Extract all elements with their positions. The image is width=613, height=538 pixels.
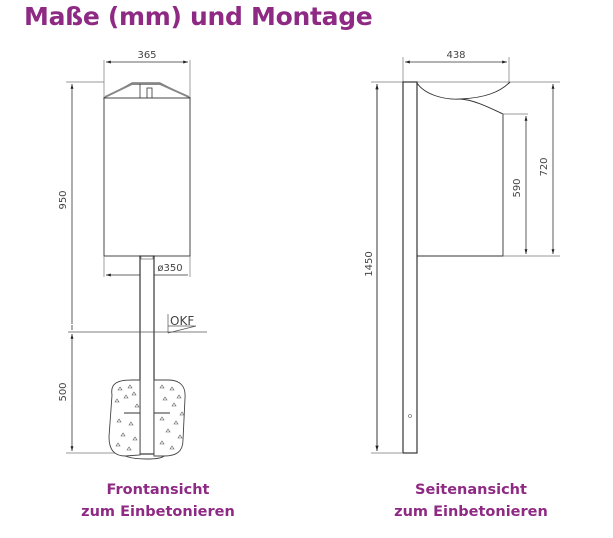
front-view: 365 ø350 950 OKF 5 xyxy=(58,50,207,460)
dim-embed-500: 500 xyxy=(58,382,69,401)
dim-total-1450: 1450 xyxy=(364,251,375,276)
side-view-caption: Seitenansicht zum Einbetonieren xyxy=(361,479,581,523)
side-post xyxy=(402,81,418,454)
dim-width-365: 365 xyxy=(137,50,156,61)
side-caption-line1: Seitenansicht xyxy=(415,482,527,498)
dim-diameter-350: ø350 xyxy=(157,263,182,274)
front-view-caption: Frontansicht zum Einbetonieren xyxy=(48,479,268,523)
front-post xyxy=(139,255,155,455)
dim-body-590: 590 xyxy=(512,178,523,197)
dim-depth-438: 438 xyxy=(446,50,465,61)
side-view: 438 590 720 1450 xyxy=(364,50,560,454)
bin-body xyxy=(103,97,191,257)
page-title: Maße (mm) und Montage xyxy=(24,2,373,31)
bin-side-profile xyxy=(416,81,511,257)
concrete-footing xyxy=(108,379,186,460)
okf-marker: OKF xyxy=(167,314,197,334)
side-caption-line2: zum Einbetonieren xyxy=(394,504,548,520)
svg-text:OKF: OKF xyxy=(170,314,194,328)
dim-bin-720: 720 xyxy=(539,157,550,176)
front-caption-line2: zum Einbetonieren xyxy=(81,504,235,520)
front-caption-line1: Frontansicht xyxy=(106,482,210,498)
dim-height-950: 950 xyxy=(58,190,69,209)
